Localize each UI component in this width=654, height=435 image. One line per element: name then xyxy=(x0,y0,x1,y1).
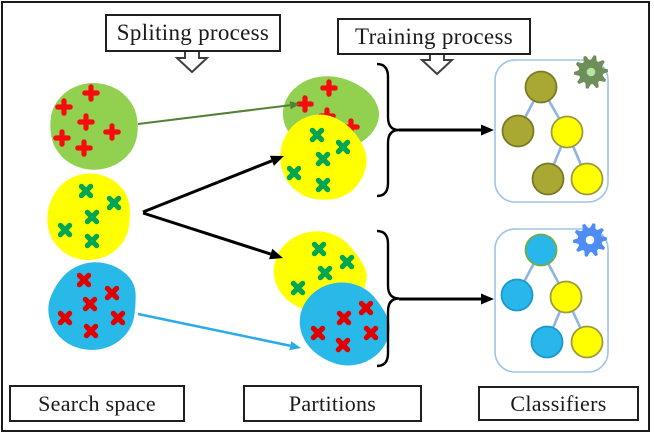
search-space-green-cluster xyxy=(50,83,138,170)
down-arrow-icon xyxy=(419,51,455,76)
brace-top-partition xyxy=(376,62,400,198)
training-process-text: Training process xyxy=(355,23,513,49)
split-arrow-blue xyxy=(137,312,301,351)
cross-marker xyxy=(286,165,302,181)
tree-node xyxy=(524,233,558,267)
cross-marker xyxy=(106,195,122,211)
cross-marker xyxy=(311,241,327,257)
classifiers-text: Classifiers xyxy=(510,390,607,416)
cross-marker xyxy=(336,310,352,326)
cross-marker xyxy=(363,325,379,341)
search-space-yellow-cluster xyxy=(47,173,130,261)
cross-marker xyxy=(84,233,100,249)
partition-bottom-blue-cluster xyxy=(299,282,390,366)
plus-marker xyxy=(53,129,71,147)
cross-marker xyxy=(76,272,92,288)
training-process-label: Training process xyxy=(337,18,531,55)
splitting-process-text: Spliting process xyxy=(116,20,270,45)
tree-node xyxy=(501,114,535,148)
cross-marker xyxy=(339,254,355,270)
tree-node xyxy=(549,280,583,314)
cross-marker xyxy=(335,139,351,155)
down-arrow-splitting xyxy=(174,49,210,74)
cross-marker xyxy=(110,310,126,326)
tree-node xyxy=(524,70,558,104)
partitions-label: Partitions xyxy=(243,385,422,422)
plus-marker xyxy=(55,98,73,116)
down-arrow-icon xyxy=(174,49,210,74)
tree-node xyxy=(550,115,584,149)
cross-marker xyxy=(315,151,331,167)
classifier-tree-bottom xyxy=(494,223,609,373)
cross-marker xyxy=(358,300,374,316)
plus-marker xyxy=(75,139,93,157)
splitting-process-label: Spliting process xyxy=(105,14,281,52)
plus-marker xyxy=(103,123,121,141)
tree-node xyxy=(570,162,604,196)
train-arrow-bottom xyxy=(399,293,494,305)
gear-icon xyxy=(573,223,607,257)
cross-marker xyxy=(290,280,306,296)
plus-marker xyxy=(82,84,100,102)
cross-marker xyxy=(82,296,98,312)
cross-marker xyxy=(309,127,325,143)
classifier-tree-top xyxy=(494,55,609,203)
cross-marker xyxy=(310,325,326,341)
split-arrow-black-bottom xyxy=(142,211,283,260)
split-arrow-green xyxy=(137,101,300,125)
search-space-text: Search space xyxy=(38,390,156,416)
train-arrow-top xyxy=(399,124,494,136)
split-arrow-black-top xyxy=(142,155,284,214)
down-arrow-training xyxy=(419,51,455,76)
cross-marker xyxy=(317,265,333,281)
search-space-blue-cluster xyxy=(48,262,136,351)
plus-marker xyxy=(77,113,95,131)
cross-marker xyxy=(84,209,100,225)
cross-marker xyxy=(335,337,351,353)
tree-node xyxy=(570,325,604,359)
tree-node xyxy=(530,325,564,359)
tree-node xyxy=(531,162,565,196)
cross-marker xyxy=(104,285,120,301)
classifiers-label: Classifiers xyxy=(478,386,639,421)
cross-marker xyxy=(83,323,99,339)
brace-bottom-partition xyxy=(376,229,400,368)
plus-marker xyxy=(320,79,338,97)
search-space-label: Search space xyxy=(9,385,185,422)
plus-marker xyxy=(296,95,314,113)
partition-top-yellow-cluster xyxy=(280,114,367,200)
cross-marker xyxy=(57,310,73,326)
cross-marker xyxy=(78,183,94,199)
partitions-text: Partitions xyxy=(288,390,377,416)
cross-marker xyxy=(315,177,331,193)
gear-icon xyxy=(574,55,608,89)
tree-node xyxy=(500,278,534,312)
cross-marker xyxy=(57,222,73,238)
